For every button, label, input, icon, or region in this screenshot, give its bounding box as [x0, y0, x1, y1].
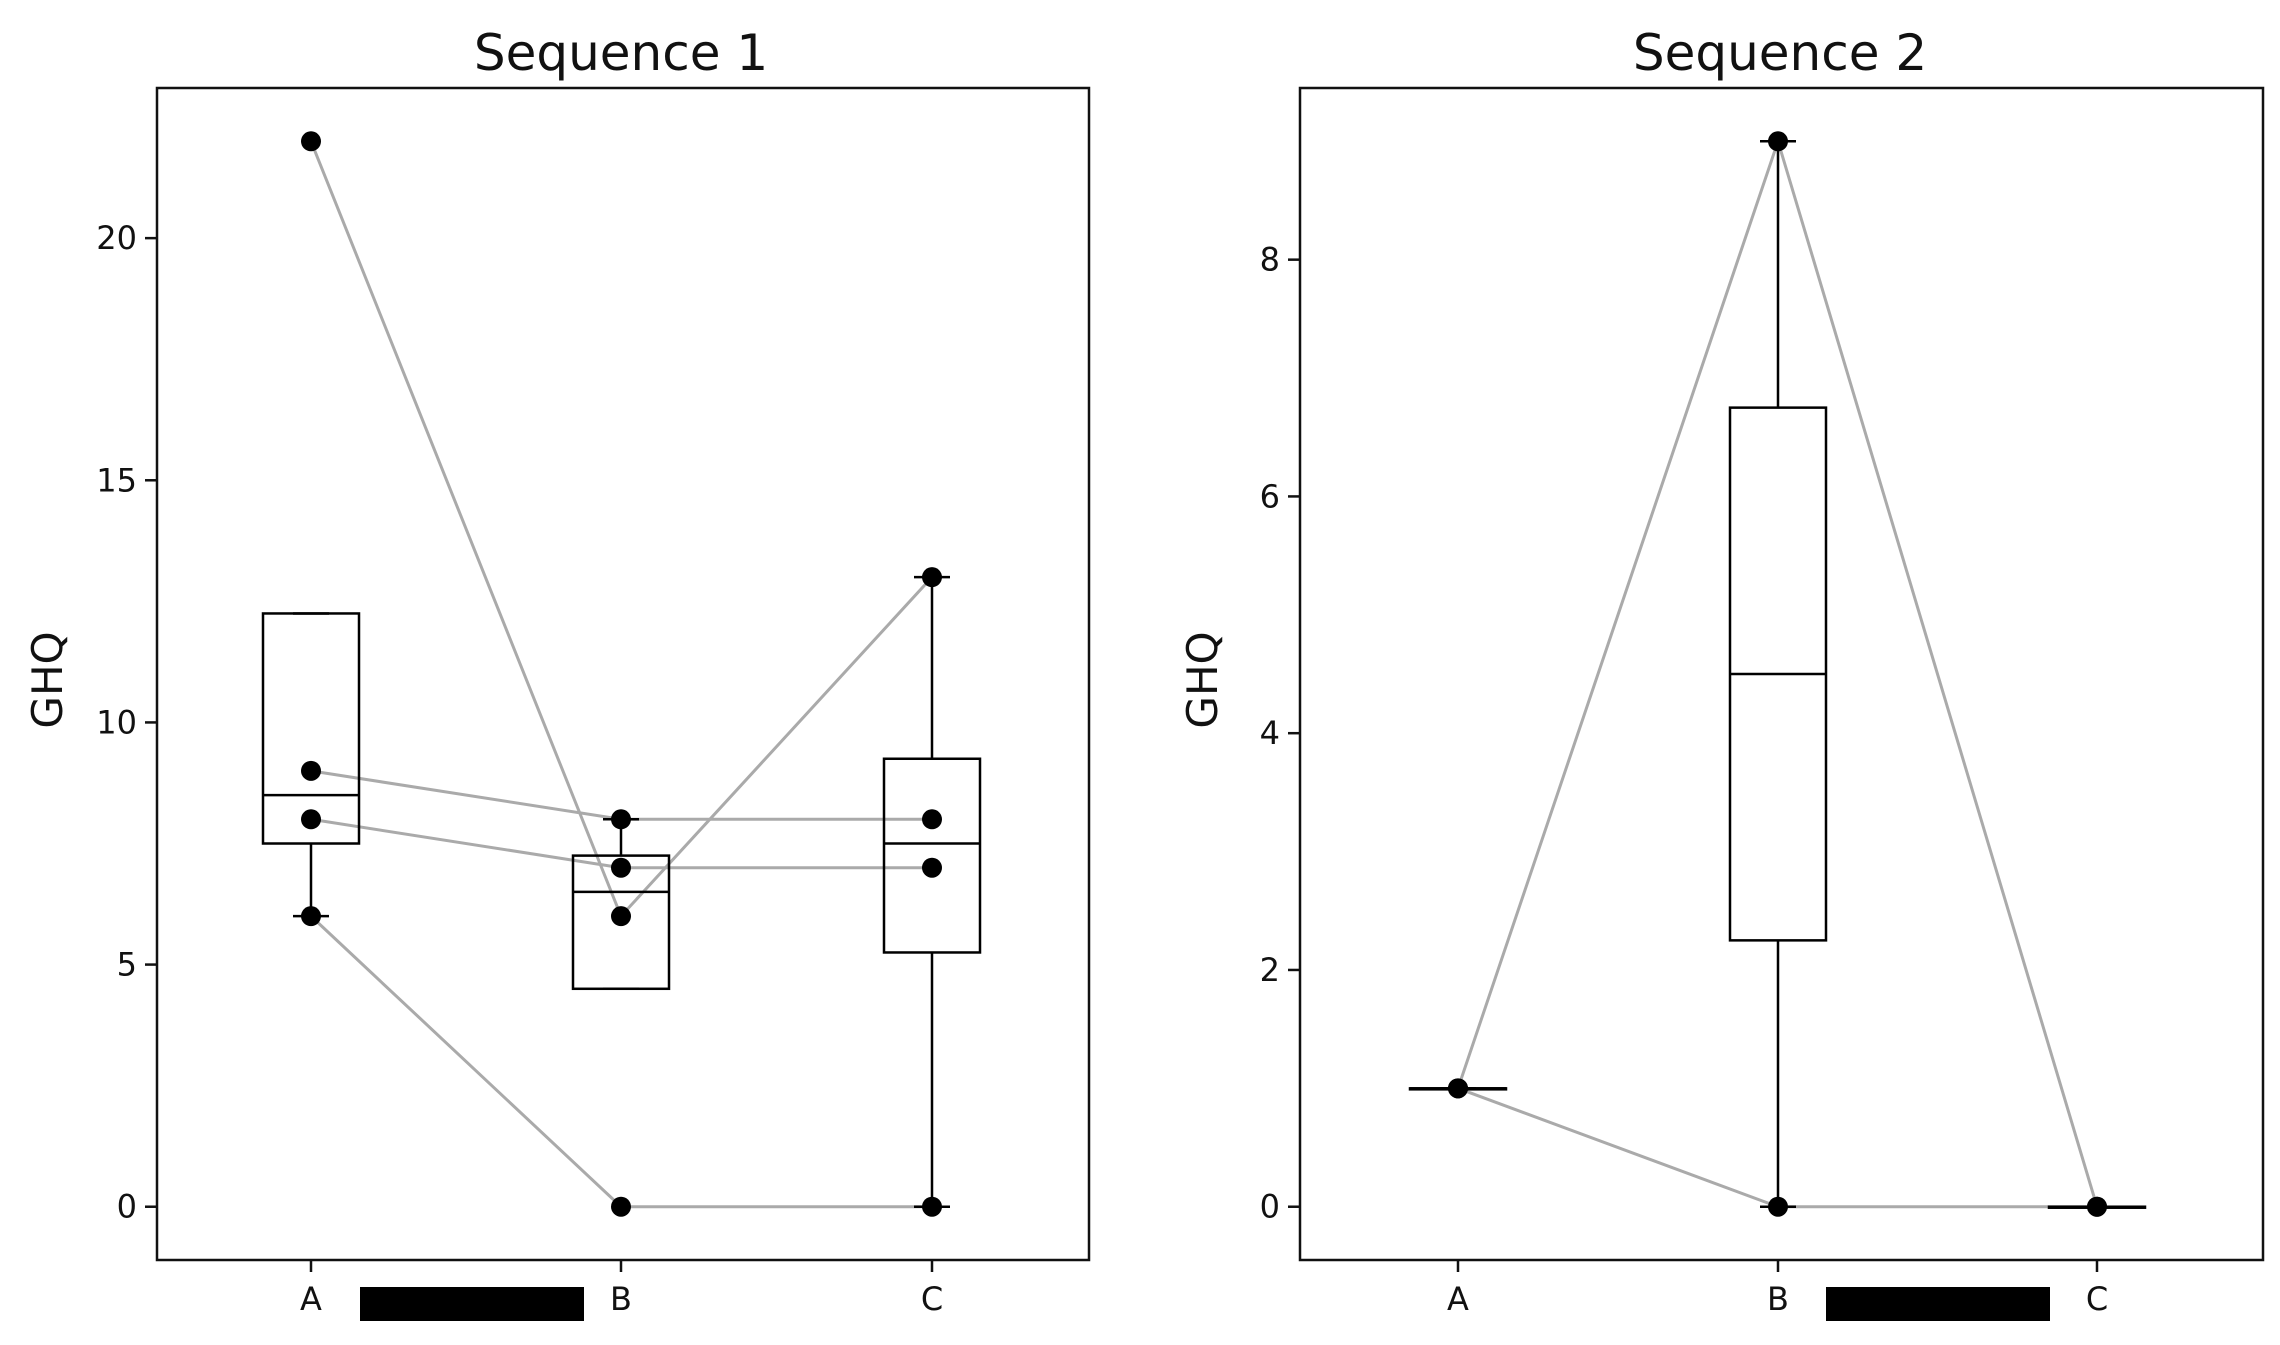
data-point — [301, 760, 321, 781]
redaction-bar — [1826, 1287, 2050, 1321]
data-point — [611, 809, 631, 830]
data-point — [611, 1196, 631, 1217]
box-body — [882, 757, 982, 954]
plot-area: 0 2 4 6 8A B C — [1260, 131, 2147, 1318]
panel-sequence-1: Sequence 1 GHQ 0 5 10 15 20A B C — [23, 24, 1091, 1321]
x-tick-label: A — [1447, 1280, 1469, 1318]
x-tick-label: C — [921, 1280, 943, 1318]
panel-title: Sequence 2 — [1633, 24, 1927, 82]
axes-frame — [155, 86, 1091, 1262]
y-tick-label: 0 — [1260, 1188, 1280, 1226]
y-tick-label: 4 — [1260, 714, 1280, 752]
box-B — [1728, 140, 1828, 1208]
data-point — [1768, 131, 1788, 152]
box-body — [261, 612, 361, 845]
y-axis-label: GHQ — [23, 631, 72, 728]
y-axis-label: GHQ — [1178, 631, 1227, 728]
box-body — [571, 854, 671, 991]
box-C — [882, 575, 982, 1208]
data-point — [922, 1196, 942, 1217]
data-point — [611, 906, 631, 927]
y-tick-label: 2 — [1260, 951, 1280, 989]
x-tick-label: A — [300, 1280, 322, 1318]
data-point — [301, 906, 321, 927]
data-point — [922, 857, 942, 878]
y-tick-label: 6 — [1260, 477, 1280, 515]
data-point — [922, 809, 942, 830]
y-tick-label: 5 — [117, 946, 137, 984]
y-tick-label: 15 — [96, 461, 137, 499]
data-point — [922, 567, 942, 588]
panel-sequence-2: Sequence 2 GHQ 0 2 4 6 8A B C — [1178, 24, 2265, 1321]
y-tick-label: 0 — [117, 1188, 137, 1226]
redaction-bar — [360, 1287, 584, 1321]
plot-area: 0 5 10 15 20A B C — [96, 131, 982, 1318]
x-tick-label: C — [2086, 1280, 2108, 1318]
data-point — [2087, 1196, 2107, 1217]
data-point — [1768, 1196, 1788, 1217]
axes-frame — [1298, 86, 2265, 1262]
y-tick-label: 20 — [96, 219, 137, 257]
data-point — [301, 809, 321, 830]
y-tick-label: 10 — [96, 703, 137, 741]
x-tick-label: B — [1767, 1280, 1789, 1318]
y-tick-label: 8 — [1260, 241, 1280, 279]
x-tick-label: B — [610, 1280, 632, 1318]
data-point — [301, 131, 321, 152]
panel-title: Sequence 1 — [474, 24, 768, 82]
data-point — [611, 857, 631, 878]
data-point — [1448, 1078, 1468, 1099]
